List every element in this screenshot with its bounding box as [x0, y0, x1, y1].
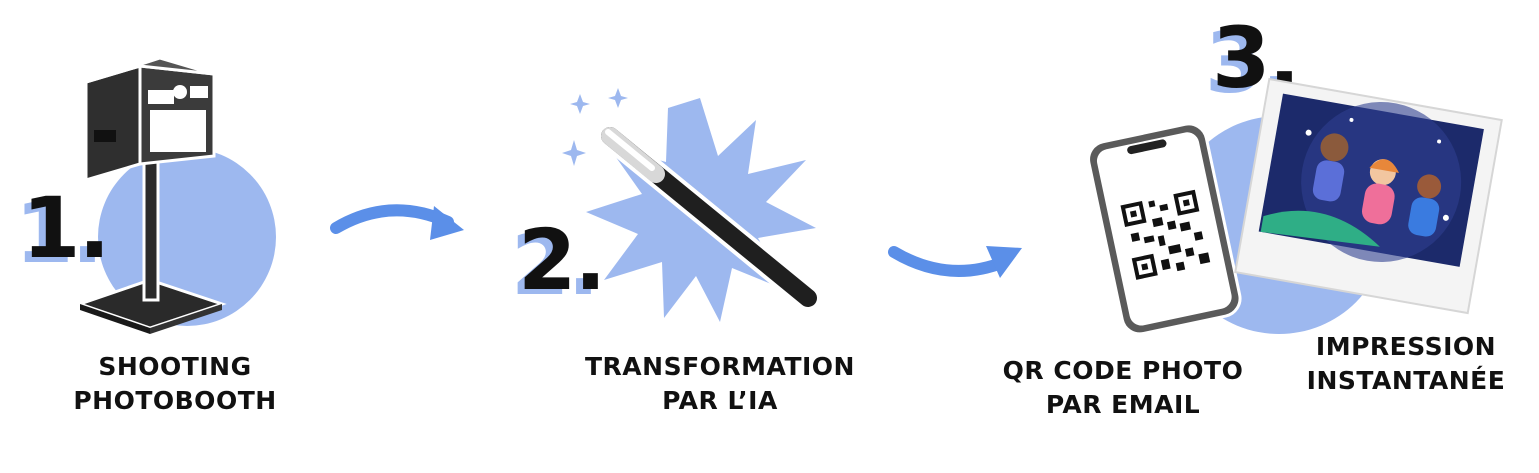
instant-print-icon: [1234, 77, 1503, 315]
sparkles-icon: [562, 88, 628, 166]
smartphone-qr-icon: [1087, 122, 1242, 336]
step-1-label: SHOOTING PHOTOBOOTH: [70, 350, 280, 418]
arrow-right-icon: [330, 204, 464, 240]
qr-label-line-2: PAR EMAIL: [1045, 390, 1201, 419]
step-1-number: 1.: [22, 179, 110, 277]
step-1-label-line-1: SHOOTING: [98, 352, 252, 381]
step-3-print-label: IMPRESSION INSTANTANÉE: [1294, 330, 1518, 398]
magic-wand-icon: [597, 123, 821, 311]
qr-label-line-1: QR CODE PHOTO: [1002, 356, 1244, 385]
arrow-right-icon: [888, 246, 1022, 278]
step-2-label-line-1: TRANSFORMATION: [585, 352, 855, 381]
print-label-line-1: IMPRESSION: [1315, 332, 1497, 361]
step-2: 2. TRANSFORMATION PAR L’IA: [500, 0, 880, 473]
step-3: 3.: [1003, 0, 1539, 473]
print-label-line-2: INSTANTANÉE: [1306, 366, 1506, 395]
step-1: 1. SHOOTING PHOTOBOOTH: [0, 0, 330, 473]
step-3-qr-label: QR CODE PHOTO PAR EMAIL: [1000, 354, 1246, 422]
photobooth-icon: [75, 56, 227, 334]
step-2-label-line-2: PAR L’IA: [662, 386, 778, 415]
step-2-number: 2.: [518, 211, 606, 309]
step-1-label-line-2: PHOTOBOOTH: [73, 386, 277, 415]
step-2-label: TRANSFORMATION PAR L’IA: [560, 350, 880, 418]
